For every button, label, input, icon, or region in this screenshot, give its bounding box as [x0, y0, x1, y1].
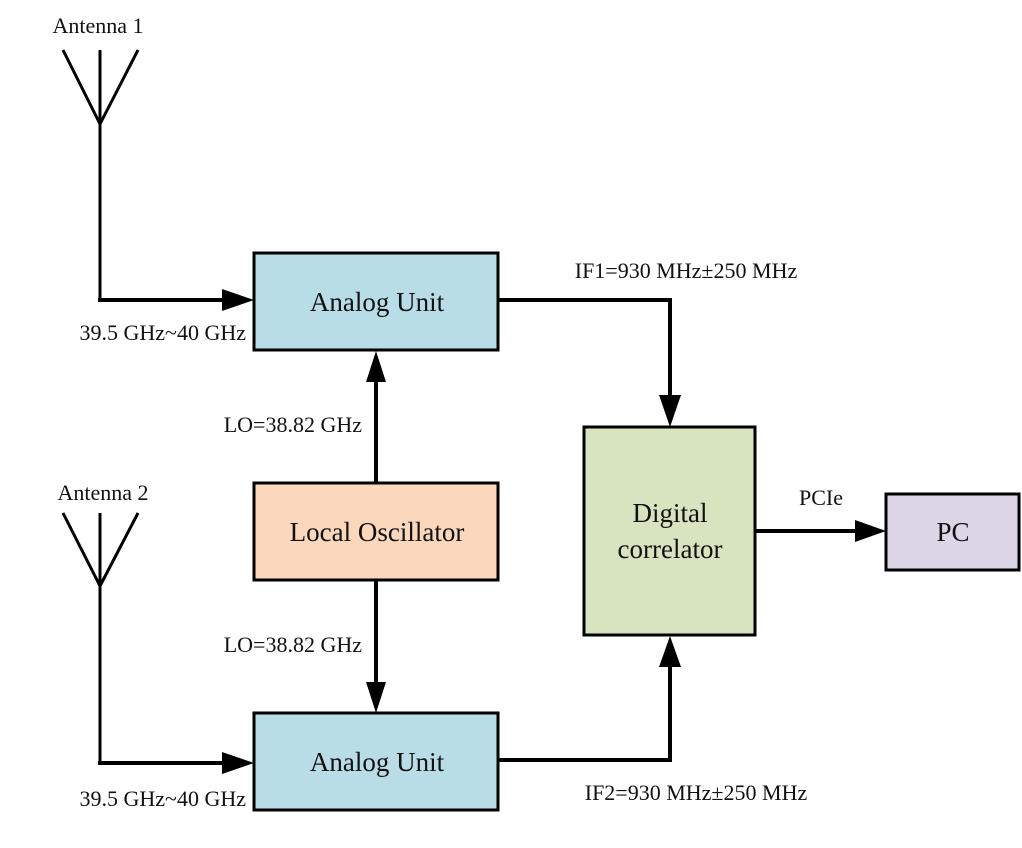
- if2-arrow: [498, 636, 681, 762]
- lo-up-label: LO=38.82 GHz: [224, 412, 363, 437]
- digital-correlator-label-line2: correlator: [618, 534, 723, 564]
- analog-unit-1-box: [252, 251, 500, 352]
- antenna-2-label: Antenna 2: [57, 480, 148, 505]
- antenna-icon: [61, 49, 140, 300]
- pc-block: PC: [884, 492, 1021, 572]
- rf-band-label-2: 39.5 GHz~40 GHz: [80, 786, 247, 811]
- analog-unit-1-block: Analog Unit: [252, 251, 500, 352]
- pcie-label: PCIe: [799, 485, 843, 510]
- pcie-arrow: [755, 520, 886, 542]
- digital-correlator-label-line1: Digital: [633, 498, 708, 528]
- if2-label: IF2=930 MHz±250 MHz: [585, 780, 808, 805]
- pc-label: PC: [936, 517, 969, 547]
- lo-up-arrow: [366, 351, 386, 483]
- digital-correlator-block: Digital correlator: [582, 425, 757, 637]
- digital-correlator-box: [582, 425, 757, 637]
- local-oscillator-block: Local Oscillator: [252, 481, 500, 582]
- rf-band-label-1: 39.5 GHz~40 GHz: [80, 320, 247, 345]
- analog-unit-1-label: Analog Unit: [310, 287, 445, 317]
- pc-box: [884, 492, 1021, 572]
- antenna-icon: [61, 512, 140, 764]
- local-oscillator-label: Local Oscillator: [290, 517, 465, 547]
- rf-input-arrow-2: [98, 752, 254, 774]
- analog-unit-2-block: Analog Unit: [252, 711, 500, 812]
- antenna-2: Antenna 2: [57, 480, 149, 764]
- lo-down-arrow: [366, 580, 386, 713]
- analog-unit-2-label: Analog Unit: [310, 747, 445, 777]
- rf-input-arrow-1: [98, 289, 254, 311]
- if1-label: IF1=930 MHz±250 MHz: [575, 258, 798, 283]
- antenna-1: Antenna 1: [52, 13, 144, 300]
- local-oscillator-box: [252, 481, 500, 582]
- if1-arrow: [498, 298, 681, 427]
- lo-down-label: LO=38.82 GHz: [224, 632, 363, 657]
- antenna-1-label: Antenna 1: [52, 13, 143, 38]
